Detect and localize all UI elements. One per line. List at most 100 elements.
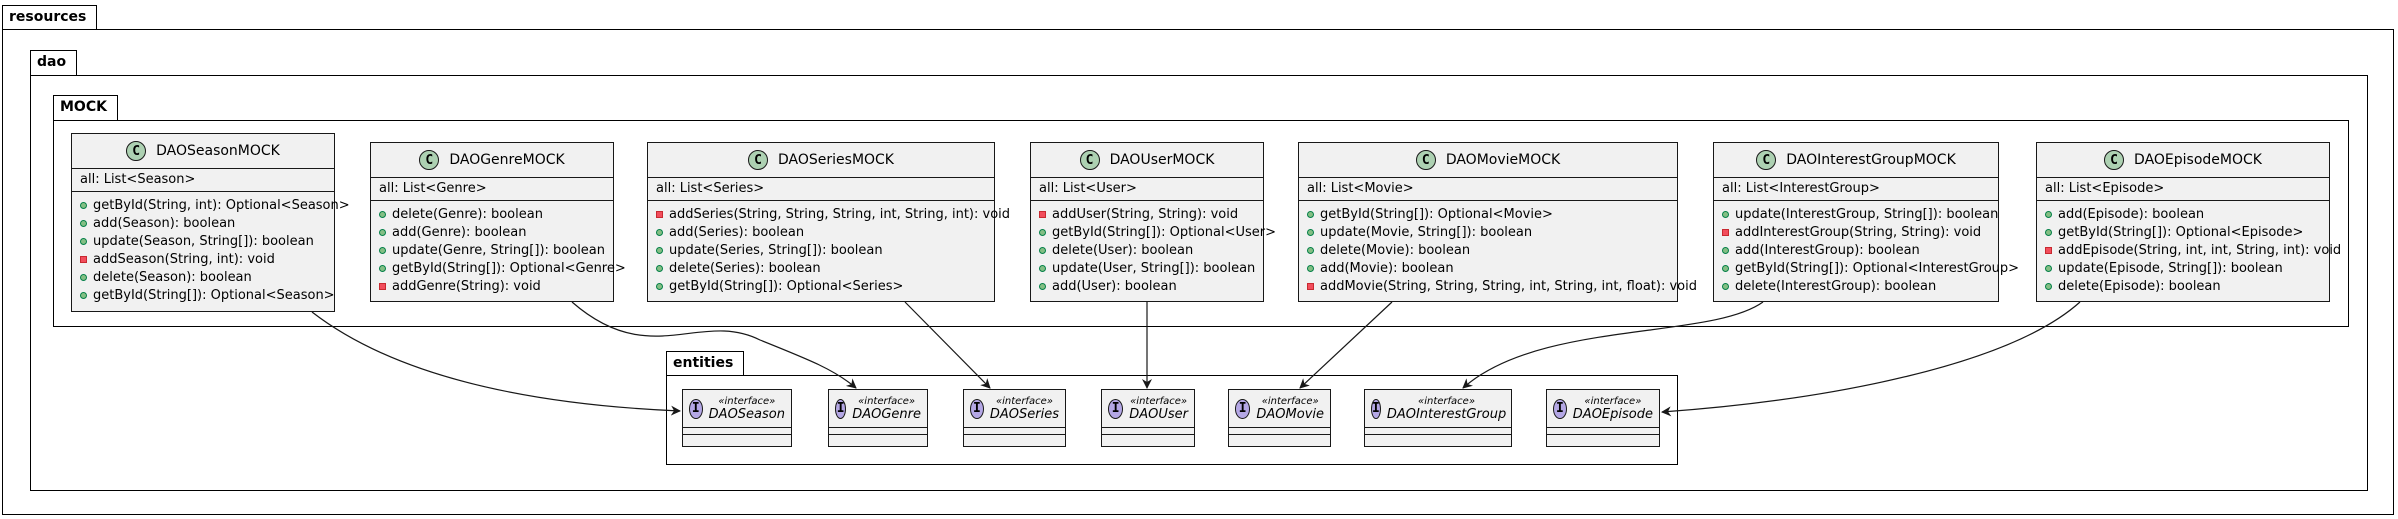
interface-names: «interface» DAOMovie [1256,396,1324,422]
public-method-icon [2045,264,2052,272]
method-signature: addUser(String, String): void [1052,206,1239,222]
public-method-icon [1307,228,1314,236]
interface-daogenre[interactable]: I «interface» DAOGenre [828,389,928,447]
method-row: getById(String[]): Optional<Season> [80,286,335,304]
interface-names: «interface» DAOEpisode [1573,396,1653,422]
interface-names: «interface» DAOUser [1129,396,1188,422]
method-signature: delete(Series): boolean [669,260,821,276]
class-header: C DAOSeriesMOCK [648,143,994,178]
method-signature: add(User): boolean [1052,278,1177,294]
method-signature: getById(String[]): Optional<Episode> [2058,224,2304,240]
method-signature: update(Season, String[]): boolean [93,233,314,249]
class-daoepisodemock[interactable]: C DAOEpisodeMOCK all: List<Episode> add(… [2036,142,2341,302]
method-row: getById(String[]): Optional<InterestGrou… [1722,259,2019,277]
public-method-icon [2045,282,2052,290]
method-signature: add(Movie): boolean [1320,260,1454,276]
class-fields: all: List<Series> [648,178,994,201]
method-signature: delete(Genre): boolean [392,206,543,222]
method-signature: delete(Episode): boolean [2058,278,2221,294]
method-row: update(InterestGroup, String[]): boolean [1722,205,1998,223]
method-row: addUser(String, String): void [1039,205,1255,223]
method-signature: addSeason(String, int): void [93,251,275,267]
method-signature: add(Season): boolean [93,215,236,231]
method-row: addEpisode(String, int, int, String, int… [2045,241,2341,259]
method-signature: addEpisode(String, int, int, String, int… [2058,242,2342,258]
class-fields: all: List<Episode> [2037,178,2329,201]
interface-daoseason[interactable]: I «interface» DAOSeason [682,389,792,447]
interface-fields [829,428,927,435]
interface-fields [964,428,1065,435]
method-signature: update(Episode, String[]): boolean [2058,260,2283,276]
public-method-icon [1722,264,1729,272]
class-fields: all: List<InterestGroup> [1714,178,1998,201]
interface-fields [1547,428,1659,435]
interface-names: «interface» DAOGenre [852,396,921,422]
method-signature: delete(Season): boolean [93,269,252,285]
method-row: update(Genre, String[]): boolean [379,241,605,259]
method-signature: update(User, String[]): boolean [1052,260,1256,276]
public-method-icon [80,273,87,281]
interface-stereotype: «interface» [718,395,776,407]
private-method-icon [1722,228,1729,236]
method-row: delete(InterestGroup): boolean [1722,277,1990,295]
public-method-icon [1039,228,1046,236]
method-signature: delete(User): boolean [1052,242,1194,258]
class-name: DAOSeasonMOCK [156,143,280,159]
field: all: List<Season> [80,172,196,187]
class-daousermock[interactable]: C DAOUserMOCK all: List<User> addUser(St… [1030,142,1276,302]
private-method-icon [1307,282,1314,290]
class-daoseriesmock[interactable]: C DAOSeriesMOCK all: List<Series> addSer… [647,142,1010,302]
public-method-icon [656,246,663,254]
public-method-icon [2045,228,2052,236]
field: all: List<Episode> [2045,181,2165,196]
arrow-genre [571,301,857,389]
private-method-icon [1039,210,1046,218]
class-c-icon: C [1415,150,1436,170]
interface-i-icon: I [689,398,703,419]
method-signature: update(Genre, String[]): boolean [392,242,606,258]
method-signature: add(Genre): boolean [392,224,527,240]
interface-stereotype: «interface» [1584,395,1642,407]
interface-daoepisode[interactable]: I «interface» DAOEpisode [1546,389,1660,447]
method-row: update(Movie, String[]): boolean [1307,223,1669,241]
method-signature: add(InterestGroup): boolean [1735,242,1920,258]
class-daointerestgroupmock[interactable]: C DAOInterestGroupMOCK all: List<Interes… [1713,142,2019,302]
interface-header: I «interface» DAOGenre [829,390,927,428]
package-tab-resources: resources [2,5,98,30]
class-c-icon: C [126,141,147,161]
method-row: addInterestGroup(String, String): void [1722,223,1990,241]
method-row: getById(String[]): Optional<Genre> [379,259,626,277]
class-daoseasonmock[interactable]: C DAOSeasonMOCK all: List<Season> getByI… [71,133,350,312]
arrow-series [904,301,991,389]
interface-daointerestgroup[interactable]: I «interface» DAOInterestGroup [1364,389,1512,447]
class-header: C DAOEpisodeMOCK [2037,143,2329,178]
public-method-icon [1722,246,1729,254]
interface-name: DAOMovie [1256,406,1324,422]
interface-name: DAOEpisode [1572,406,1653,422]
method-row: addGenre(String): void [379,277,605,295]
public-method-icon [379,264,386,272]
public-method-icon [1307,264,1314,272]
method-row: update(Episode, String[]): boolean [2045,259,2321,277]
interface-daomovie[interactable]: I «interface» DAOMovie [1228,389,1331,447]
private-method-icon [2045,246,2052,254]
method-signature: addGenre(String): void [392,278,541,294]
method-row: getById(String[]): Optional<User> [1039,223,1276,241]
method-row: add(Series): boolean [656,223,986,241]
method-signature: getById(String[]): Optional<InterestGrou… [1735,260,2020,276]
class-daomoviemock[interactable]: C DAOMovieMOCK all: List<Movie> getById(… [1298,142,1697,302]
interface-daouser[interactable]: I «interface» DAOUser [1101,389,1195,447]
class-name: DAOEpisodeMOCK [2134,152,2262,168]
class-c-icon: C [748,150,768,170]
class-header: C DAOGenreMOCK [371,143,613,178]
public-method-icon [80,237,87,245]
method-row: addSeason(String, int): void [80,250,326,268]
class-daogenremock[interactable]: C DAOGenreMOCK all: List<Genre> delete(G… [370,142,626,302]
method-signature: add(Series): boolean [669,224,805,240]
class-fields: all: List<Season> [72,169,334,192]
public-method-icon [379,210,386,218]
public-method-icon [2045,210,2052,218]
arrow-season [311,311,681,416]
interface-daoseries[interactable]: I «interface» DAOSeries [963,389,1066,447]
